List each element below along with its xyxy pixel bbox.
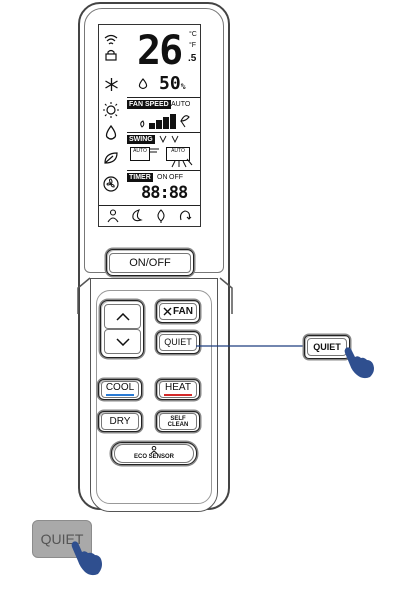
heat-underline — [163, 394, 192, 396]
cover-flap — [77, 277, 233, 314]
lcd-display: 26 °C °F .5 50% FAN SPEED AUTO SWING AUT… — [98, 24, 201, 227]
cool-underline — [105, 394, 134, 396]
heat-button[interactable]: HEAT — [156, 379, 200, 400]
chevron-down-icon — [115, 337, 130, 346]
humidity-unit: % — [180, 82, 186, 91]
wifi-icon — [104, 34, 118, 45]
quiet-callout-label: QUIET — [313, 342, 341, 352]
snowflake-icon — [105, 78, 118, 91]
timer-off-label: OFF — [169, 174, 183, 181]
on-off-button[interactable]: ON/OFF — [106, 249, 194, 276]
dry-label: DRY — [109, 416, 131, 427]
eco-sensor-label: ECO SENSOR — [133, 454, 174, 460]
quiet-button[interactable]: QUIET — [156, 331, 200, 354]
fan-circle-icon — [103, 176, 119, 192]
turbo-icon — [179, 210, 192, 221]
eco-sensor-button[interactable]: ECO SENSOR — [111, 442, 197, 465]
pointing-hand-icon — [344, 347, 374, 379]
swing-direction-icon — [159, 135, 179, 144]
fan-speed-bars — [140, 114, 190, 129]
unit-celsius: °C — [189, 31, 197, 38]
fan-label: FAN — [172, 305, 193, 317]
person-icon — [150, 446, 158, 454]
on-off-label: ON/OFF — [129, 256, 171, 269]
unit-fahrenheit: °F — [189, 42, 197, 49]
humidity-drop-icon — [138, 78, 148, 90]
quiet-label: QUIET — [164, 337, 192, 348]
temperature-readout: 26 — [137, 28, 183, 74]
temp-decimal: .5 — [188, 53, 197, 64]
timer-on-label: ON — [157, 174, 168, 181]
quiet-pressed-example: QUIET — [32, 520, 92, 558]
self-clean-button[interactable]: SELF CLEAN — [156, 411, 200, 432]
swing-tag: SWING — [127, 135, 155, 144]
heat-label: HEAT — [165, 382, 191, 394]
chevron-up-icon — [115, 312, 130, 321]
fan-icon — [163, 307, 172, 316]
self-clean-label-2: CLEAN — [167, 421, 189, 428]
sleep-moon-icon — [132, 209, 143, 222]
fan-button[interactable]: FAN — [156, 300, 200, 323]
cool-label: COOL — [105, 382, 135, 394]
temp-up-button[interactable] — [104, 304, 141, 329]
lock-icon — [105, 49, 117, 61]
dry-button[interactable]: DRY — [98, 411, 142, 432]
fan-speed-tag: FAN SPEED — [127, 100, 171, 109]
callout-line — [196, 345, 304, 347]
swing-vertical-icon: AUTO — [130, 147, 150, 161]
fan-auto-label: AUTO — [171, 101, 191, 108]
drop-icon — [105, 125, 117, 140]
quiet-callout-button: QUIET — [304, 335, 350, 359]
timer-readout: 88:88 — [141, 183, 188, 203]
swing-horizontal-auto: AUTO — [171, 148, 185, 154]
pressing-hand-icon — [71, 541, 102, 576]
temperature-rocker — [100, 300, 144, 358]
humidity-readout: 50% — [159, 73, 186, 94]
self-clean-label-1: SELF — [170, 415, 186, 422]
leaf-icon — [104, 152, 118, 164]
swing-vertical-auto: AUTO — [133, 148, 147, 154]
person-sensor-icon — [107, 209, 119, 223]
cool-button[interactable]: COOL — [98, 379, 142, 400]
temp-down-button[interactable] — [104, 329, 141, 354]
button-panel — [96, 290, 212, 504]
swing-rays-icon — [149, 148, 193, 168]
timer-tag: TIMER — [127, 173, 153, 182]
eco-leaf-icon — [157, 209, 165, 223]
sun-icon — [103, 102, 119, 118]
humidity-value: 50 — [159, 73, 181, 94]
swing-horizontal-icon: AUTO — [166, 147, 190, 161]
